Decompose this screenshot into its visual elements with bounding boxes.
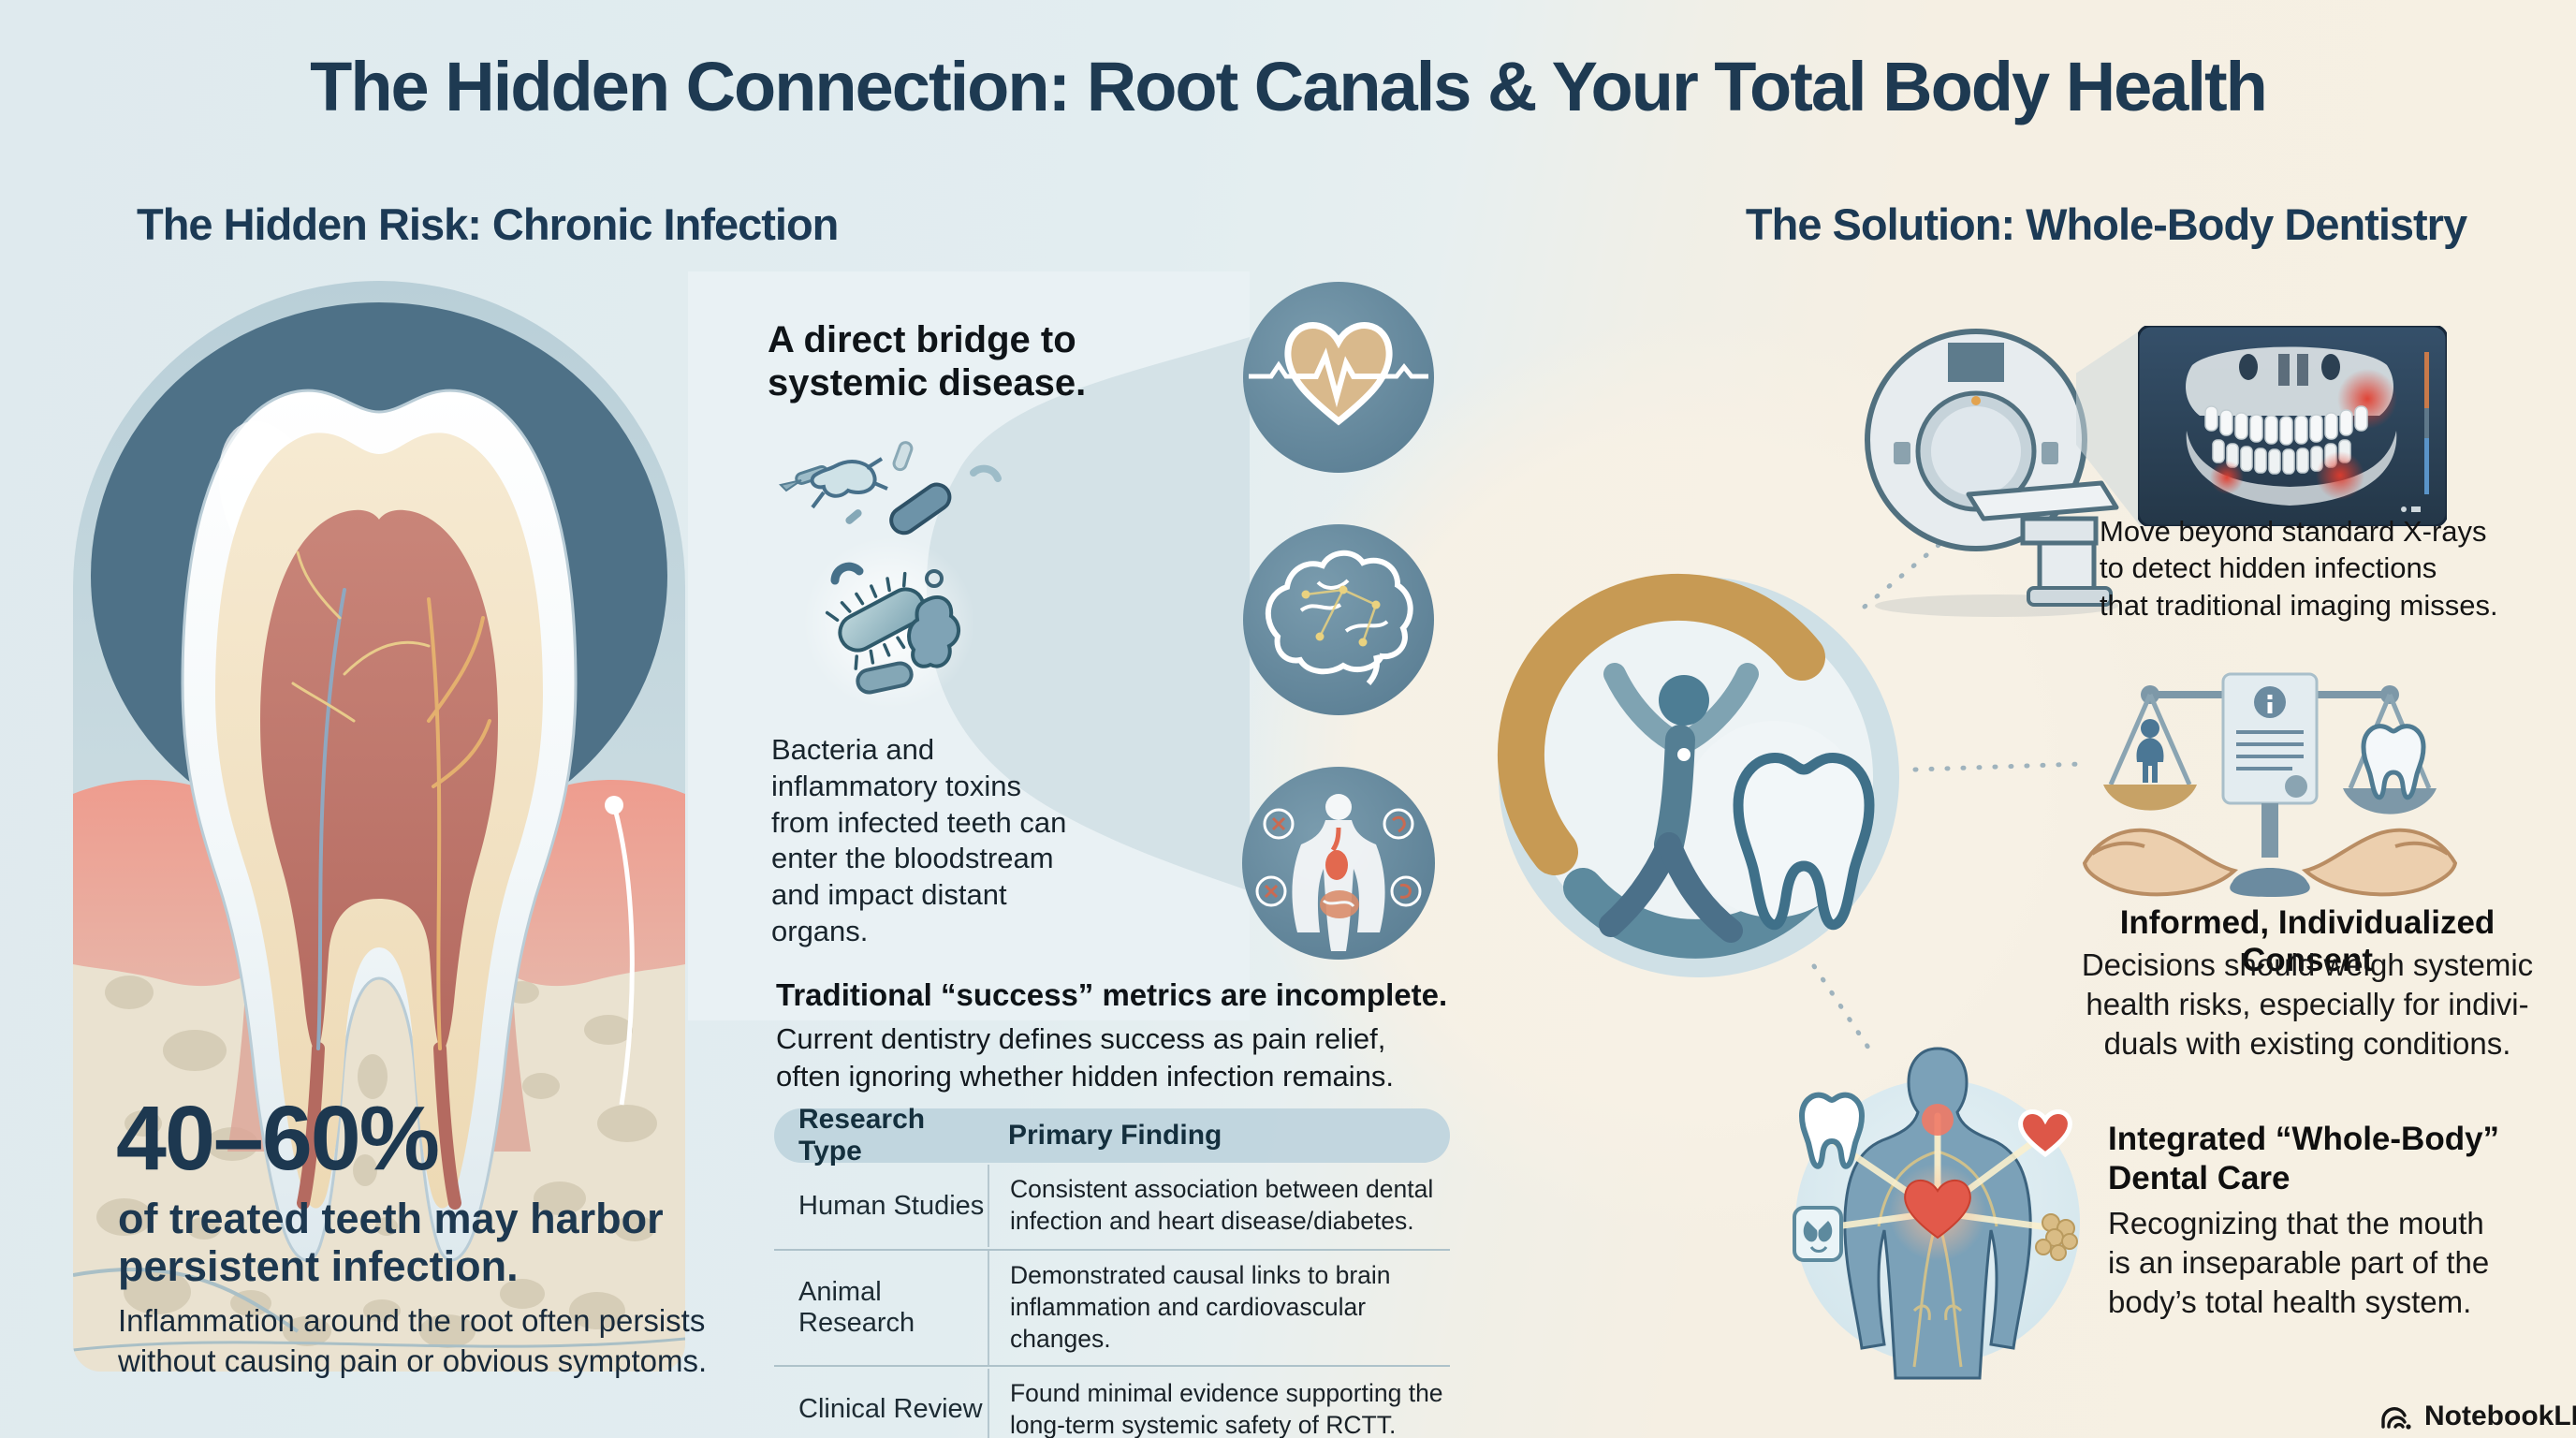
row-primary-finding: Consistent association between dental in…: [988, 1165, 1450, 1247]
research-table-header: Research Type Primary Finding: [774, 1104, 1450, 1167]
integrated-title: Integrated “Whole-Body” Dental Care: [2108, 1121, 2500, 1196]
consent-body: Decisions should weigh systemic health r…: [2081, 947, 2534, 1061]
table-row: Human Studies Consistent association bet…: [774, 1163, 1450, 1251]
person-tooth-harmony-icon: [1498, 573, 1899, 977]
table-row: Clinical Review Found minimal evidence s…: [774, 1367, 1450, 1438]
bridge-headline: A direct bridge to systemic disease.: [768, 319, 1087, 404]
scale-pan-person: [2103, 693, 2197, 811]
person-figure: [1599, 663, 1759, 943]
row-research-type: Clinical Review: [798, 1394, 983, 1425]
metrics-title: Traditional “success” metrics are incomp…: [776, 977, 1448, 1012]
notebooklm-logo-icon: [2381, 1407, 2411, 1430]
column-header-primary-finding: Primary Finding: [1008, 1120, 1222, 1151]
dotted-line-consent: [1912, 761, 2085, 772]
row-research-type: Human Studies: [798, 1190, 985, 1221]
heart-organ: [1904, 1179, 1971, 1240]
consent-scale-hands-icon: [2083, 672, 2457, 897]
cbct-scanner-icon: [1865, 329, 2119, 617]
column-header-research-type: Research Type: [798, 1104, 926, 1167]
satellite-heart-icon: [2018, 1109, 2072, 1158]
scale-pan-tooth: [2343, 694, 2437, 814]
satellite-organ-icon: [1793, 1206, 1843, 1262]
imaging-note: Move beyond standard X-rays to detect hi…: [2100, 515, 2498, 622]
consent-document: [2221, 672, 2319, 897]
left-section-header: The Hidden Risk: Chronic Infection: [137, 199, 839, 249]
stat-note: Inflammation around the root often persi…: [118, 1303, 708, 1378]
panoramic-xray-icon: [2138, 326, 2447, 526]
bacteria-icons: [779, 441, 1002, 709]
satellite-cells-icon: [2035, 1213, 2078, 1261]
brand-badge: NotebookLM: [2379, 1401, 2576, 1432]
bridge-body-text: Bacteria and inflammatory toxins from in…: [771, 733, 1067, 947]
nerve-vessels: [291, 550, 491, 1050]
brand-label: NotebookLM: [2424, 1401, 2576, 1431]
heart-ekg-icon: [1243, 282, 1434, 473]
research-table: Research Type Primary Finding Human Stud…: [774, 1104, 1450, 1438]
body-organs-icon: [1242, 767, 1435, 960]
organ-circles: [1242, 282, 1435, 960]
callout-pointer: [605, 796, 635, 1106]
tooth-cross-section-panel: [73, 281, 685, 1372]
brain-neurons-icon: [1243, 524, 1434, 715]
integrated-body: Recognizing that the mouth is an insepar…: [2108, 1206, 2490, 1320]
row-primary-finding: Found minimal evidence supporting the lo…: [988, 1368, 1450, 1438]
stat-value: 40–60%: [116, 1087, 440, 1189]
row-primary-finding: Demonstrated causal links to brain infla…: [988, 1251, 1450, 1365]
right-section-header: The Solution: Whole-Body Dentistry: [1745, 199, 2467, 249]
row-research-type: Animal Research: [798, 1276, 915, 1338]
bridge-funnel-shape: [688, 271, 1250, 1020]
metrics-body-text: Current dentistry defines success as pai…: [776, 1022, 1395, 1093]
consent-title: Informed, Individualized Consent: [2119, 904, 2496, 978]
body-meridian-icon: [1793, 1047, 2080, 1380]
bacteria-cluster-bottom: [803, 536, 975, 709]
tooth-cross-section-illustration: [73, 302, 685, 1372]
page-title: The Hidden Connection: Root Canals & You…: [310, 48, 2268, 125]
stat-lead: of treated teeth may harbor persistent i…: [118, 1195, 664, 1291]
table-row: Animal Research Demonstrated causal link…: [774, 1251, 1450, 1367]
cupped-hands: [2083, 828, 2457, 897]
dotted-line-body: [1811, 963, 1873, 1053]
logo-tooth: [1733, 752, 1875, 931]
bacteria-cluster-top: [779, 441, 1002, 536]
satellite-tooth-icon: [1798, 1092, 1866, 1169]
